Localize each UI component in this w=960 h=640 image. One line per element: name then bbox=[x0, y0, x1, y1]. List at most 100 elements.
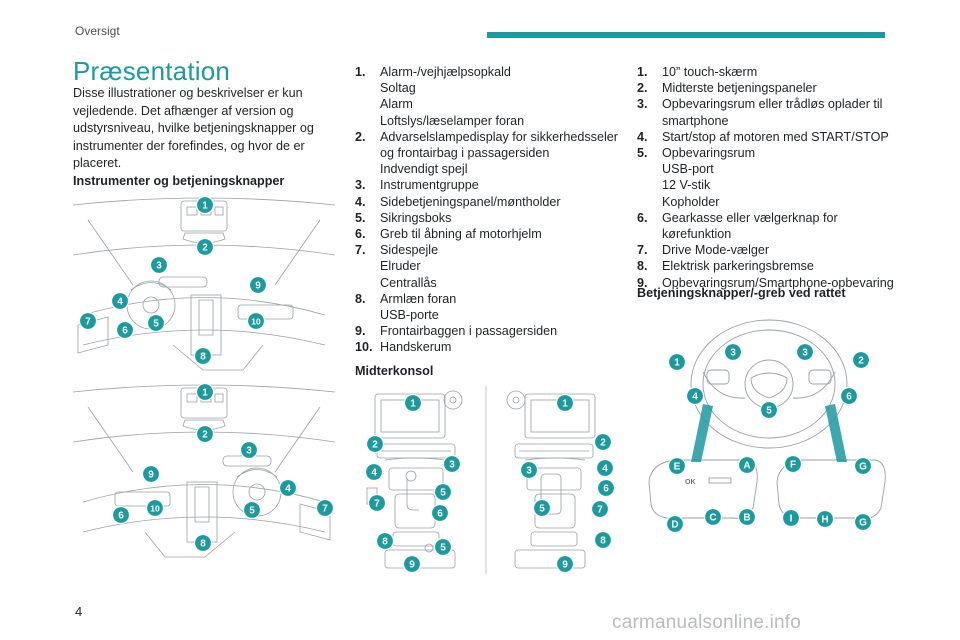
list-item-text: Alarm bbox=[380, 97, 413, 112]
list-item-text: Midterste betjeningspaneler bbox=[662, 81, 817, 96]
section-heading-instruments: Instrumenter og betjeningsknapper bbox=[73, 174, 285, 188]
callout-label: E bbox=[674, 462, 681, 473]
list-item-text: Gearkasse eller vælgerknap for kørefunkt… bbox=[662, 210, 838, 242]
list-item-text: Sidebetjeningspanel/møntholder bbox=[380, 194, 561, 209]
list-item-number: 5. bbox=[637, 146, 648, 161]
list-item-number: 6. bbox=[355, 227, 366, 242]
list-item: 9.Frontairbaggen i passagersiden bbox=[355, 323, 625, 339]
callout-label: 4 bbox=[602, 464, 608, 475]
list-item-text: Drive Mode-vælger bbox=[662, 243, 770, 258]
callout-label: 2 bbox=[202, 430, 208, 441]
page-title: Præsentation bbox=[73, 56, 231, 86]
callout-label: 6 bbox=[118, 511, 124, 522]
dashboard-lhd-illustration: 1 2 3 4 5 6 7 8 9 10 bbox=[73, 195, 335, 375]
callout-label: 5 bbox=[440, 488, 446, 499]
callout-label: 7 bbox=[85, 317, 91, 328]
callout-label: 8 bbox=[200, 352, 206, 363]
list-item: 1.10” touch-skærm bbox=[637, 64, 897, 80]
callout-label: I bbox=[790, 514, 793, 525]
list-item-text: Centrallås bbox=[380, 275, 437, 290]
list-item-text: Loftslys/læselamper foran bbox=[380, 113, 525, 128]
list-item-number: 4. bbox=[355, 194, 366, 209]
list-item-number: 3. bbox=[637, 97, 648, 112]
pad-ok-label: OK bbox=[685, 479, 696, 486]
list-item-text: Advarselslampedisplay for sikkerhedssele… bbox=[380, 129, 618, 161]
list-item-number: 9. bbox=[355, 324, 366, 339]
callout-label: 5 bbox=[539, 504, 545, 515]
list-item-text: Handskerum bbox=[380, 340, 452, 355]
callout-label: 6 bbox=[437, 509, 443, 520]
list-item: 4. Start/stop af motoren med START/STOP bbox=[637, 129, 897, 145]
callout-label: 7 bbox=[322, 504, 328, 515]
list-item: 10. Handskerum bbox=[355, 339, 625, 355]
list-item: 6.Greb til åbning af motorhjelm bbox=[355, 226, 625, 242]
section-heading-center-console: Midterkonsol bbox=[355, 364, 434, 378]
list-item: 5.Sikringsboks bbox=[355, 210, 625, 226]
callout-label: 5 bbox=[766, 406, 772, 417]
watermark: carmanualsonline.info bbox=[612, 612, 802, 633]
callout-label: A bbox=[743, 461, 750, 472]
list-item-number: 1. bbox=[637, 65, 648, 79]
list-item: 2. Midterste betjeningspaneler bbox=[637, 80, 897, 96]
callout-label: 9 bbox=[148, 470, 154, 481]
list-item-text: Elektrisk parkeringsbremse bbox=[662, 259, 814, 274]
list-item-text: Alarm-/vejhjælpsopkald bbox=[380, 65, 511, 79]
callout-label: D bbox=[671, 520, 678, 531]
callout-label: 1 bbox=[410, 399, 416, 410]
list-item-text: Start/stop af motoren med START/STOP bbox=[662, 129, 889, 144]
callout-label: 2 bbox=[372, 440, 378, 451]
callout-label: 10 bbox=[251, 317, 261, 327]
callout-label: 2 bbox=[600, 438, 606, 449]
list-item-number: 1. bbox=[355, 65, 366, 79]
callout-label: 3 bbox=[802, 348, 808, 359]
callout-label: 1 bbox=[674, 358, 680, 369]
list-item-number: 2. bbox=[637, 81, 648, 96]
callout-label: 5 bbox=[153, 319, 159, 330]
callout-label: 6 bbox=[846, 392, 852, 403]
list-item-number: 10. bbox=[355, 340, 373, 355]
list-item: 2. Advarselslampedisplay for sikkerhedsse… bbox=[355, 129, 625, 178]
header-section: Oversigt bbox=[75, 24, 120, 38]
callout-label: 10 bbox=[150, 504, 160, 514]
center-console-illustration: 1 2 3 4 5 6 7 8 9 5 1 2 3 4 5 6 7 8 9 bbox=[355, 386, 617, 574]
dashboard-rhd-illustration: 1 2 3 4 5 6 7 8 9 10 bbox=[73, 382, 335, 562]
callout-label: 2 bbox=[858, 356, 864, 367]
header-accent-bar bbox=[487, 32, 885, 38]
list-item: 3.Instrumentgruppe bbox=[355, 177, 625, 193]
callout-label: 9 bbox=[409, 560, 415, 571]
callout-label: 8 bbox=[600, 536, 606, 547]
list-item-number: 7. bbox=[637, 243, 648, 258]
callout-label: 4 bbox=[692, 392, 698, 403]
list-item-number: 8. bbox=[637, 259, 648, 274]
callout-label: 7 bbox=[374, 499, 380, 510]
intro-paragraph: Disse illustrationer og beskrivelser er … bbox=[73, 86, 314, 171]
steering-wheel-illustration: 1 2 3 3 4 5 6 A B C D E F G G H I OK bbox=[637, 312, 899, 538]
callout-label: G bbox=[859, 462, 867, 473]
callout-label: 6 bbox=[603, 484, 609, 495]
list-item-text: USB-port bbox=[662, 162, 714, 177]
list-item-text: Opbevaringsrum/Smartphone-opbevaring bbox=[662, 275, 894, 290]
list-item-text: USB-porte bbox=[380, 308, 439, 323]
list-item-text: Indvendigt spejl bbox=[380, 162, 468, 177]
list-item: 6.Gearkasse eller vælgerknap for kørefun… bbox=[637, 210, 897, 242]
callout-label: F bbox=[790, 460, 796, 471]
callout-label: 3 bbox=[246, 446, 252, 457]
callout-label: 1 bbox=[202, 201, 208, 212]
callout-label: 8 bbox=[200, 539, 206, 550]
list-item-text: Armlæn foran bbox=[380, 291, 457, 306]
list-item: 8. Elektrisk parkeringsbremse bbox=[637, 258, 897, 274]
list-item-number: 2. bbox=[355, 129, 366, 144]
list-item-text: Kopholder bbox=[662, 194, 720, 209]
list-item-number: 3. bbox=[355, 178, 366, 193]
callout-label: 3 bbox=[156, 261, 162, 272]
callout-label: 2 bbox=[202, 243, 208, 254]
list-item: 9.Opbevaringsrum/Smartphone-opbevaring bbox=[637, 275, 897, 291]
callout-label: 3 bbox=[526, 466, 532, 477]
list-item-number: 4. bbox=[637, 129, 648, 144]
callout-label: 5 bbox=[249, 506, 255, 517]
